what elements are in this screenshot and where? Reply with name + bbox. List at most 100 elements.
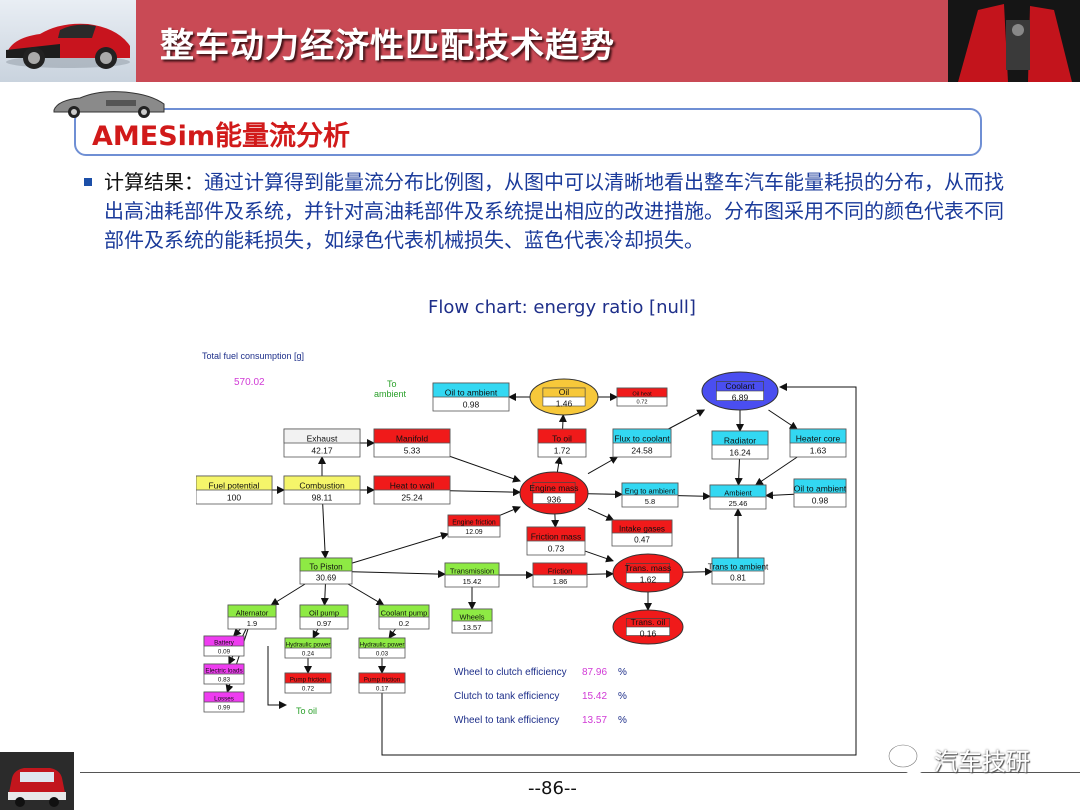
node-value: 13.57 (463, 623, 482, 632)
node-value: 0.73 (548, 543, 565, 553)
node-label: Fuel potential (208, 481, 259, 491)
diagram-nodes: Fuel potential100Exhaust42.17Combustion9… (196, 371, 847, 713)
node-label: Coolant pump (381, 609, 428, 618)
node-label: Combustion (299, 481, 345, 491)
node-value: 0.83 (218, 676, 231, 683)
node-value: 1.86 (553, 577, 568, 586)
node-value: 0.98 (812, 495, 829, 505)
node-label: Friction mass (531, 532, 582, 542)
flow-arrow (351, 570, 446, 579)
node-value: 0.2 (399, 619, 409, 628)
mini-car-icon (0, 752, 74, 810)
bullet-marker (84, 178, 92, 186)
node-label: Oil (559, 387, 570, 397)
diagram-edges (225, 383, 857, 756)
page-title: 整车动力经济性匹配技术趋势 (160, 26, 615, 66)
flow-arrow (754, 456, 798, 486)
flow-arrow (587, 456, 619, 475)
wechat-icon (887, 743, 927, 775)
node-value: 0.24 (302, 650, 315, 657)
node-value: 12.09 (465, 529, 482, 536)
node-label: Wheels (459, 613, 484, 622)
to-oil-label: To oil (296, 706, 317, 716)
node-label: Hydraulic power (286, 642, 331, 649)
total-fuel-value: 570.02 (234, 377, 265, 388)
small-car-icon (53, 91, 165, 118)
node-label: Pump friction (290, 677, 327, 684)
flow-arrow (351, 532, 449, 564)
node-value: 0.81 (730, 574, 746, 583)
node-label: Hydraulic power (360, 642, 405, 649)
flow-arrow (682, 567, 713, 576)
flow-arrow (587, 507, 615, 521)
node-value: 24.58 (631, 445, 653, 455)
node-label: Oil to ambient (445, 388, 498, 398)
flow-arrow (312, 628, 320, 639)
flow-arrow (499, 505, 521, 516)
node-value: 0.09 (218, 648, 231, 655)
flow-arrow (551, 513, 560, 528)
node-value: 1.72 (554, 445, 571, 455)
flow-arrow (768, 409, 798, 430)
node-value: 25.24 (401, 492, 423, 502)
bullet-label: 计算结果： (104, 170, 204, 194)
node-value: 1.62 (640, 575, 657, 585)
efficiency-value: 15.42 (582, 691, 607, 702)
node-value: 0.72 (637, 400, 648, 406)
footer-divider (80, 772, 1080, 773)
section-title-box (74, 108, 982, 156)
watermark-text: 汽车技研 (934, 748, 1030, 776)
to-oil-loop (267, 646, 287, 709)
node-value: 15.42 (463, 577, 482, 586)
bullet-body: 通过计算得到能量流分布比例图，从图中可以清晰地看出整车汽车能量耗损的分布，从而找… (104, 170, 1004, 252)
node-value: 0.47 (634, 536, 650, 545)
flow-arrow (586, 569, 614, 578)
node-value: 98.11 (312, 492, 333, 502)
node-label: Battery (214, 640, 235, 647)
flow-arrow (584, 550, 614, 563)
node-value: 5.8 (645, 497, 655, 506)
node-value: 16.24 (729, 447, 751, 457)
flow-arrow (554, 456, 563, 473)
flow-arrow (734, 458, 743, 486)
header-car-image (0, 0, 136, 82)
node-label: Friction (548, 567, 573, 576)
node-value: 0.99 (218, 704, 231, 711)
efficiency-unit: % (618, 691, 627, 702)
node-label: Radiator (724, 436, 756, 446)
node-label: Exhaust (307, 434, 338, 444)
sports-car-icon (6, 23, 130, 69)
node-value: 0.03 (376, 650, 389, 657)
node-value: 1.9 (247, 619, 257, 628)
efficiency-label: Wheel to tank efficiency (454, 715, 559, 726)
flow-arrow (449, 455, 521, 483)
